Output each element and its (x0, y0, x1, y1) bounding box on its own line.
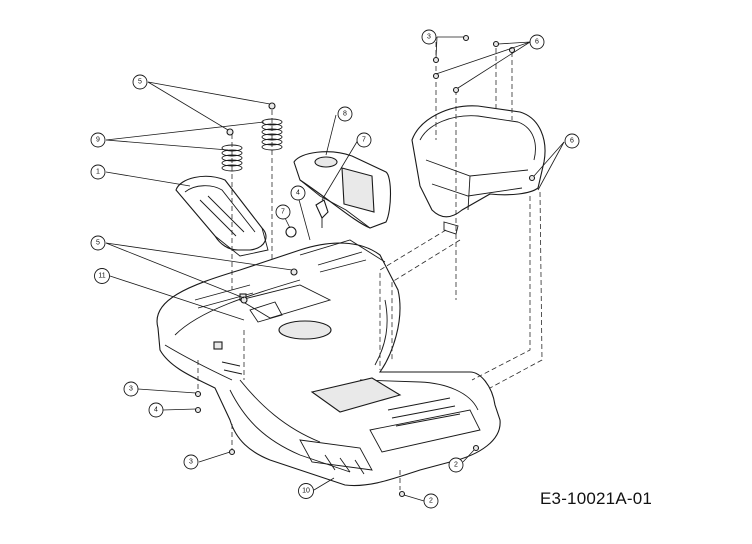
callout-3-top: 3 (421, 29, 437, 45)
leader-lines (105, 36, 565, 502)
svg-text:5: 5 (96, 240, 100, 247)
svg-text:7: 7 (362, 137, 366, 144)
fasteners (194, 34, 536, 498)
svg-text:2: 2 (454, 462, 458, 469)
svg-text:4: 4 (296, 190, 300, 197)
fender-body (156, 239, 501, 487)
svg-text:9: 9 (96, 137, 100, 144)
callout-3-left: 3 (123, 381, 139, 397)
callout-4-mid: 4 (290, 185, 306, 201)
svg-text:2: 2 (429, 498, 433, 505)
svg-text:5: 5 (138, 79, 142, 86)
callout-8: 8 (337, 106, 353, 122)
rear-storage-tub (411, 105, 546, 235)
callout-4-left: 4 (148, 402, 164, 418)
callout-2-right: 2 (448, 457, 464, 473)
svg-text:3: 3 (129, 386, 133, 393)
bushing (285, 226, 297, 238)
svg-text:3: 3 (427, 34, 431, 41)
callout-10: 10 (298, 483, 314, 499)
svg-text:7: 7 (281, 209, 285, 216)
callout-6-top: 6 (529, 34, 545, 50)
svg-text:10: 10 (302, 488, 310, 495)
callout-11: 11 (94, 268, 110, 284)
callout-7-top: 7 (356, 132, 372, 148)
callout-6-right: 6 (564, 133, 580, 149)
seat-pad (175, 175, 269, 257)
svg-text:3: 3 (189, 459, 193, 466)
svg-text:8: 8 (343, 111, 347, 118)
svg-text:6: 6 (535, 39, 539, 46)
lever-knob (315, 199, 329, 228)
drawing-code: E3-10021A-01 (540, 489, 653, 508)
svg-text:6: 6 (570, 138, 574, 145)
cup-holder-tray (293, 151, 392, 229)
svg-text:11: 11 (98, 273, 105, 280)
callout-1: 1 (90, 164, 106, 180)
callout-7-mid: 7 (275, 204, 291, 220)
callout-9: 9 (90, 132, 106, 148)
svg-text:1: 1 (96, 169, 100, 176)
svg-text:4: 4 (154, 407, 158, 414)
assembly-lines (197, 42, 543, 490)
callout-5-top: 5 (132, 74, 148, 90)
callout-5-mid: 5 (90, 235, 106, 251)
callout-2-bottom: 2 (423, 493, 439, 509)
callout-3-bottom: 3 (183, 454, 199, 470)
